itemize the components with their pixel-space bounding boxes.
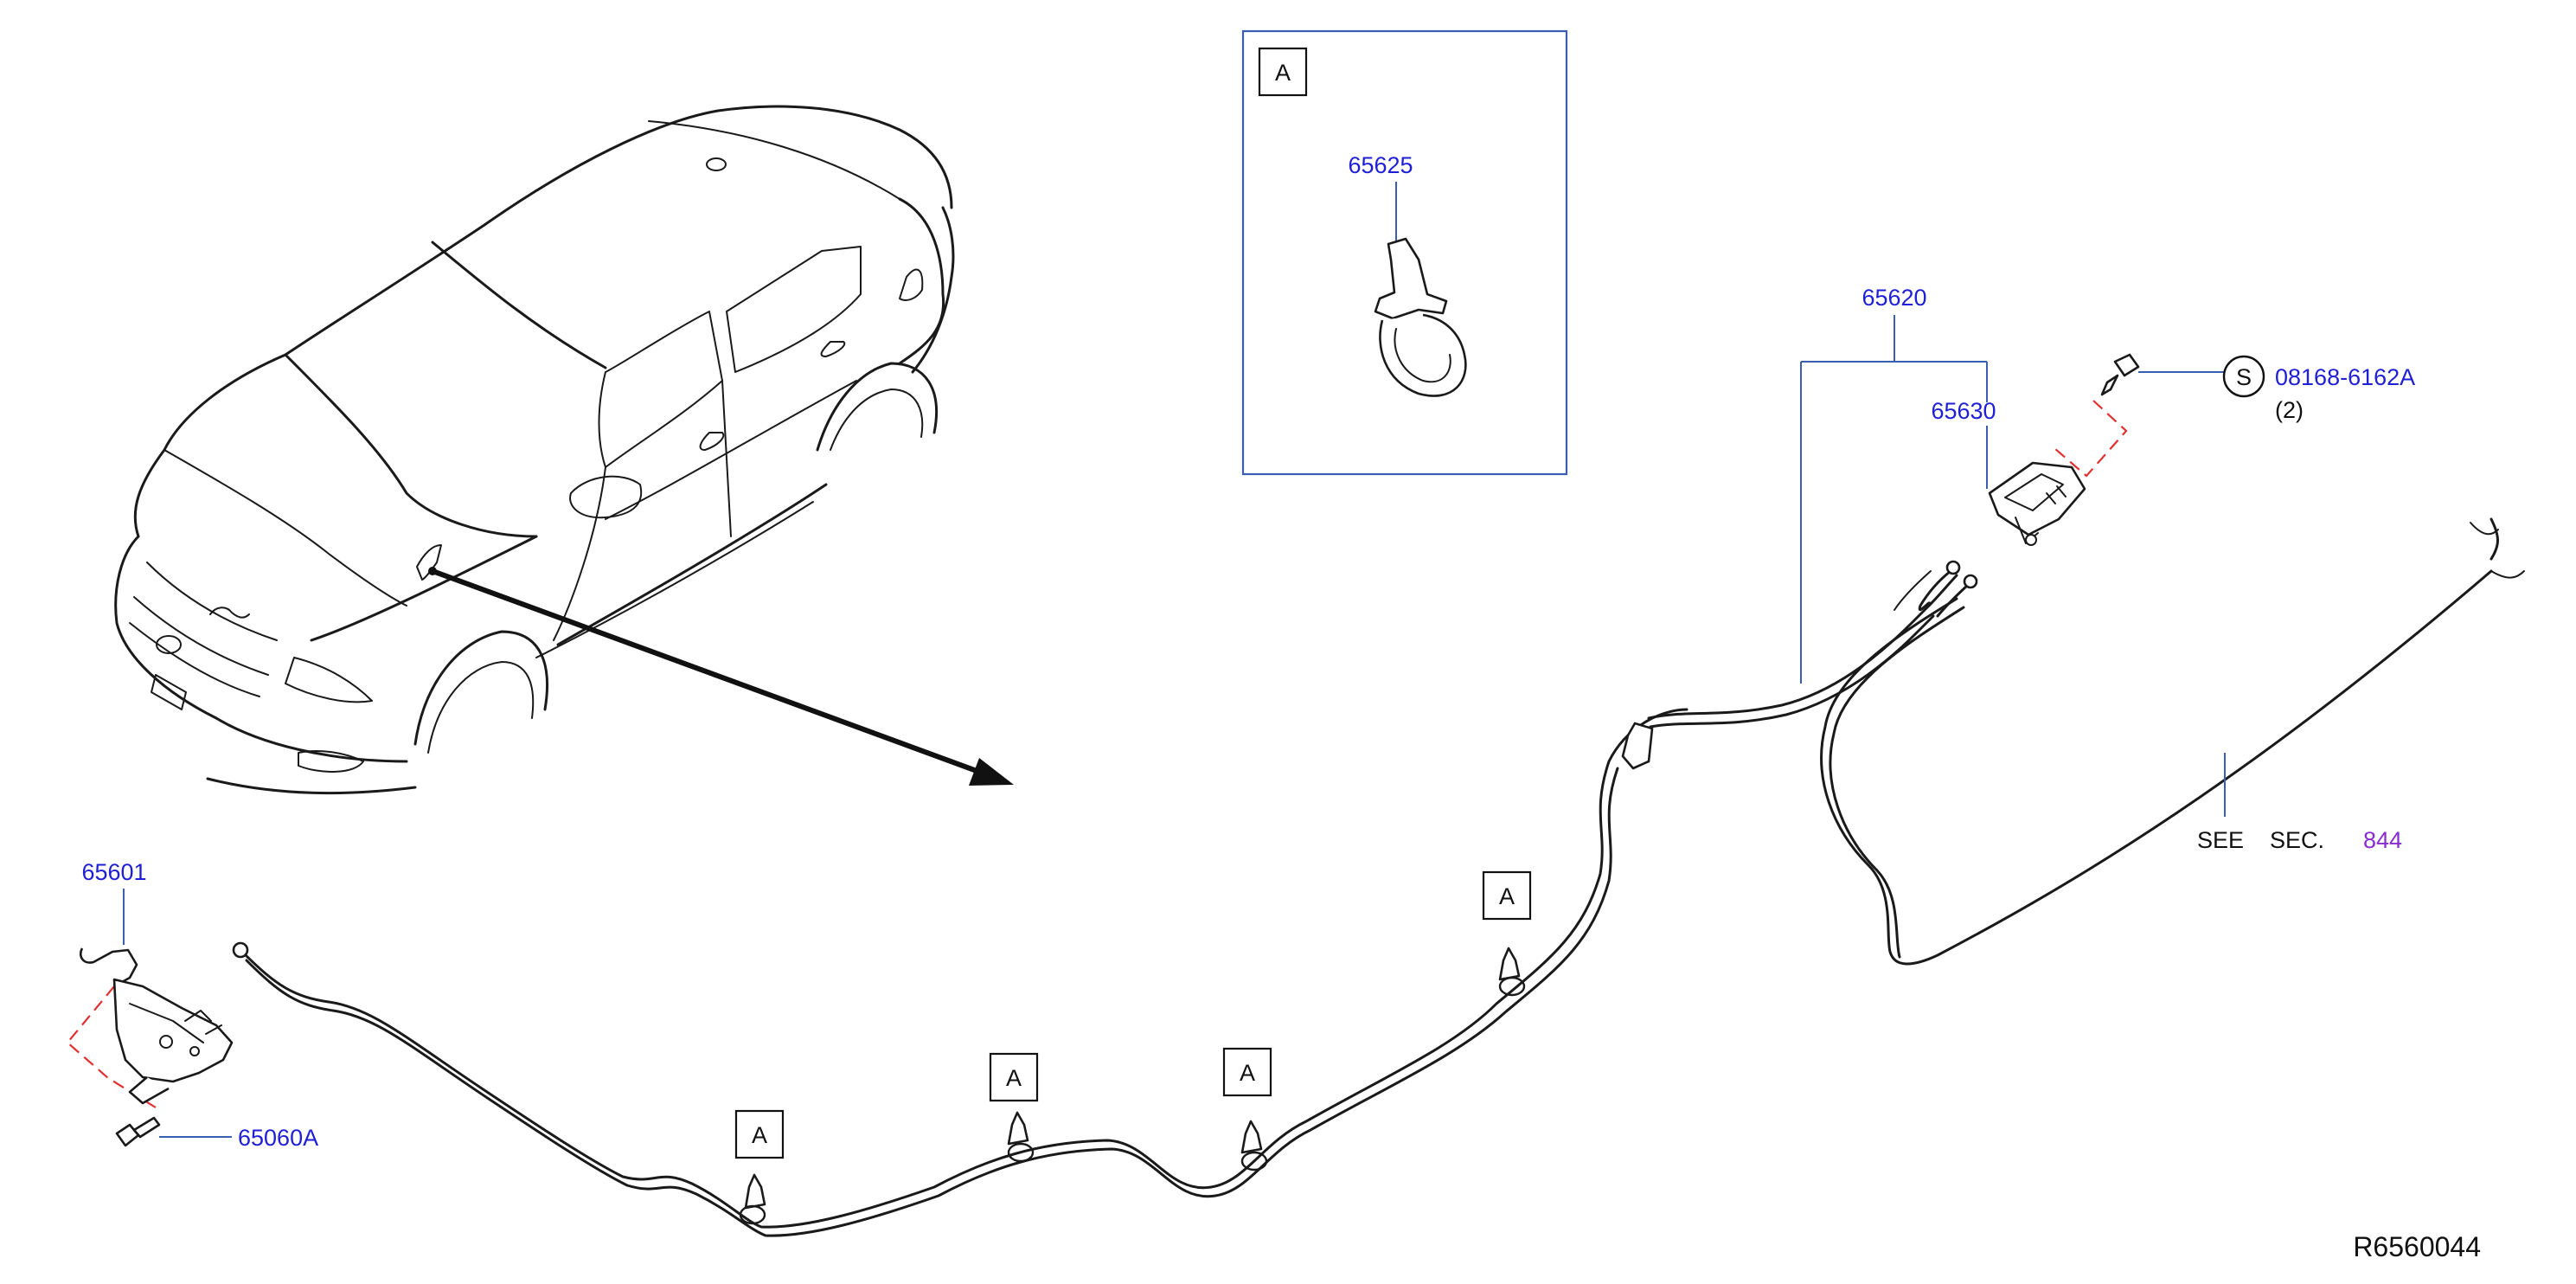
sec-label: SEC. [2270, 827, 2324, 853]
cable-clip-3 [1240, 1120, 1268, 1172]
callout-a-3: A [1222, 1047, 1272, 1097]
inset-box-a: A 65625 [1241, 29, 1568, 476]
see-section-reference: SEE SEC. 844 [2197, 753, 2402, 853]
car-illustration [114, 105, 955, 795]
section-844-link[interactable]: 844 [2363, 827, 2402, 853]
bolt-65060a: 65060A [115, 1116, 318, 1151]
see-label: SEE [2197, 827, 2244, 853]
svg-text:A: A [1240, 1060, 1255, 1086]
clip-65625-drawing [1374, 237, 1467, 397]
cable-clip-4 [1498, 947, 1526, 997]
svg-text:A: A [1006, 1065, 1022, 1091]
part-number-65601[interactable]: 65601 [81, 859, 146, 885]
svg-text:A: A [1499, 883, 1515, 909]
part-number-08168-6162a[interactable]: 08168-6162A [2275, 364, 2415, 390]
cable-65620-leader: 65620 [1800, 285, 1988, 684]
lock-65601: 65601 [66, 859, 234, 1108]
cable-65620-drawing [232, 517, 2525, 1237]
view-arrow [428, 567, 1014, 786]
cable-clip-1 [739, 1173, 766, 1225]
part-number-65620[interactable]: 65620 [1862, 285, 1926, 311]
part-number-65630[interactable]: 65630 [1931, 398, 1996, 424]
svg-text:A: A [752, 1122, 767, 1148]
part-number-65060a[interactable]: 65060A [238, 1125, 318, 1151]
handle-65630: 65630 [1931, 398, 2128, 546]
callout-a-2: A [989, 1052, 1039, 1102]
bolt-08168-6162a: S 08168-6162A (2) [2100, 353, 2415, 423]
bolt-quantity: (2) [2275, 397, 2304, 423]
part-number-65625[interactable]: 65625 [1348, 152, 1413, 178]
diagram-id: R6560044 [2353, 1231, 2481, 1262]
inset-callout-letter: A [1275, 60, 1291, 86]
callout-a-4: A [1482, 870, 1532, 921]
callout-a-1: A [734, 1109, 785, 1159]
cable-clip-2 [1007, 1111, 1035, 1163]
standard-part-symbol: S [2236, 364, 2252, 390]
